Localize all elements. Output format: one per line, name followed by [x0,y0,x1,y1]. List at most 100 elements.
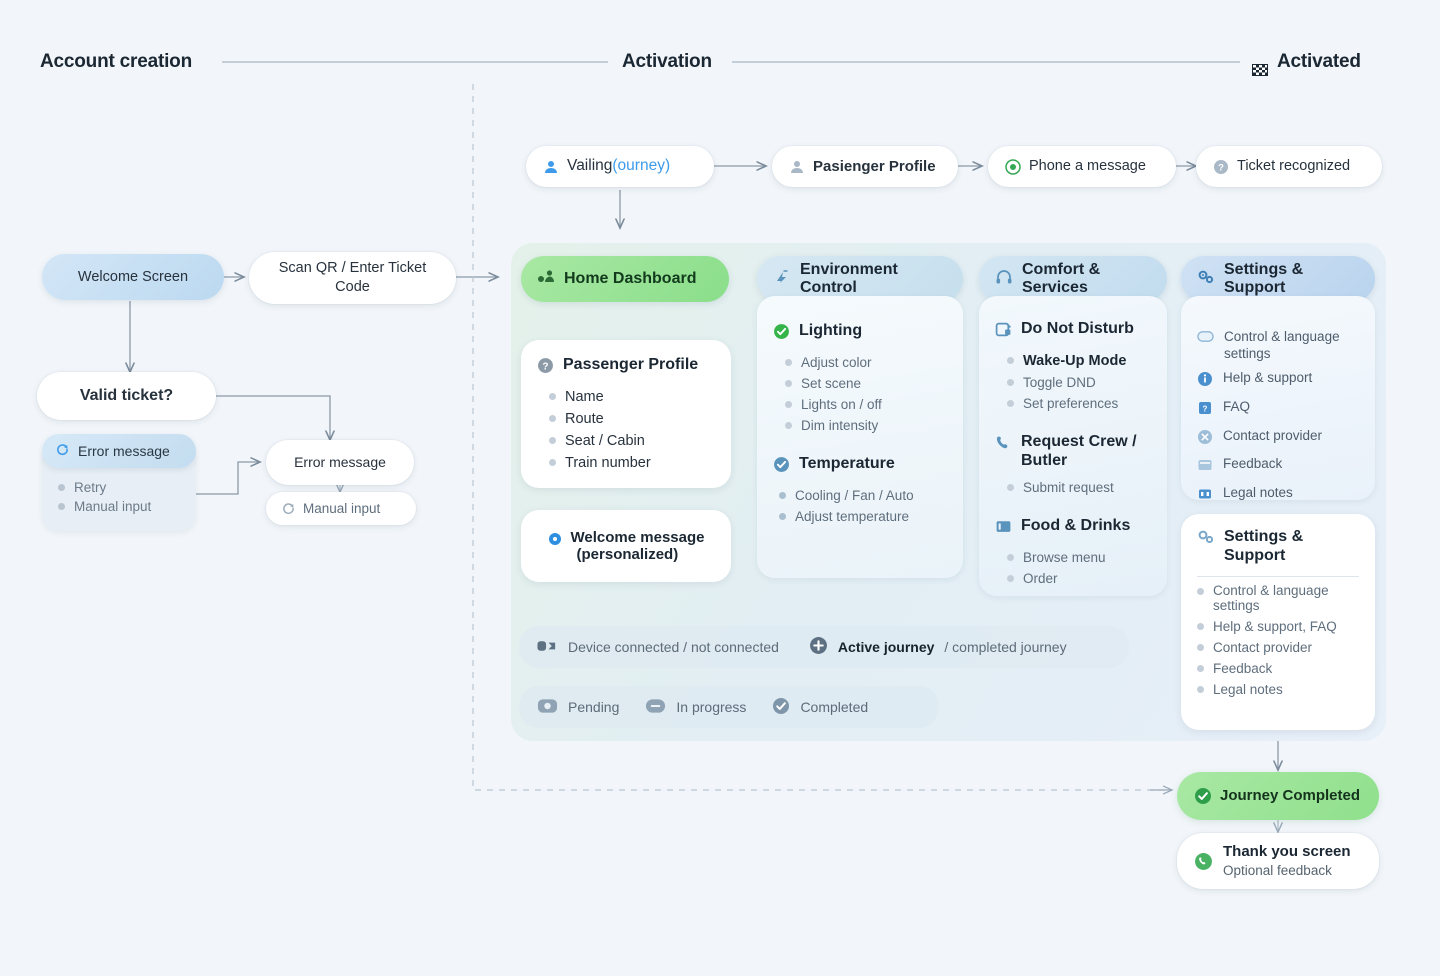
check-green-icon [773,323,790,346]
column-header-environment-control[interactable]: Environment Control [757,256,963,302]
legend-pending: Pending [537,698,619,717]
error-item-label: Manual input [74,499,152,514]
manual-input-label: Manual input [303,500,381,516]
phase-header-bar: Account creation Activation Activated [0,44,1440,80]
list-item[interactable]: Cooling / Fan / Auto [779,488,947,503]
phase-account-creation: Account creation [40,51,192,72]
phase-activated-label: Activated [1277,51,1361,72]
item-label: Legal notes [1213,681,1283,697]
bullet-dot-icon [549,393,556,401]
list-item[interactable]: Name [549,389,715,405]
list-item[interactable]: Control & language settings [1197,583,1359,613]
node-welcome-screen[interactable]: Welcome Screen [42,254,224,300]
user-icon [789,159,805,175]
list-item[interactable]: Set preferences [1007,396,1151,411]
list-item[interactable]: Contact provider [1197,428,1359,450]
legend-pending-label: Pending [568,699,620,715]
wind-icon [773,269,791,290]
comfort-services-label: Comfort & Services [1022,261,1101,296]
column-header-home-dashboard[interactable]: Home Dashboard [521,256,729,302]
minus-circle-icon [645,698,666,717]
item-label: Lights on / off [801,396,882,412]
list-item[interactable]: Order [1007,571,1151,586]
vailing-label-dark: Vailing [567,157,613,175]
phone-green-icon [1194,852,1213,871]
bullet-dot-icon [58,484,65,491]
welcome-screen-label: Welcome Screen [77,268,189,285]
legend-completed: Completed [772,697,868,718]
contact-icon [1197,429,1213,450]
check-blue-icon [773,456,790,479]
list-item[interactable]: Dim intensity [785,418,947,433]
list-item[interactable]: Submit request [1007,480,1151,495]
legend-device-connected: Device connected / not connected [537,639,779,656]
list-item-highlight[interactable]: Wake-Up Mode [1007,353,1151,369]
list-item[interactable]: Retry [58,480,182,495]
svg-text:?: ? [1218,162,1224,173]
vailing-label-blue: (ourney) [612,157,671,175]
error-message-label: Error message [294,454,386,471]
list-item[interactable]: Feedback [1197,456,1359,478]
svg-text:?: ? [1203,404,1208,413]
record-blue-icon [548,532,562,551]
list-item[interactable]: Legal notes [1197,682,1359,697]
node-vailing-journey[interactable]: Vailing(ourney) [526,146,714,187]
column-header-settings-support[interactable]: Settings & Support [1181,256,1375,302]
node-scan-qr[interactable]: Scan QR / Enter Ticket Code [249,252,456,304]
list-item[interactable]: Manual input [58,499,182,514]
passenger-profile-label: Passenger Profile [563,356,699,373]
plus-circle-icon [809,636,828,658]
item-label: Control & language settings [1213,582,1329,613]
phase-activation: Activation [622,51,712,72]
legend-progress: Pending In progress Completed [519,686,939,728]
list-item[interactable]: Control & language settings [1197,329,1359,363]
card-welcome-message[interactable]: Welcome message (personalized) [521,510,731,582]
item-label: FAQ [1223,398,1251,414]
list-item[interactable]: Route [549,411,715,427]
moon-card-icon [995,321,1012,344]
node-thank-you-screen[interactable]: Thank you screen Optional feedback [1177,833,1379,889]
do-not-disturb-title: Do Not Disturb [995,320,1151,344]
list-item[interactable]: Browse menu [1007,550,1151,565]
list-item[interactable]: Adjust color [785,355,947,370]
list-item[interactable]: Toggle DND [1007,375,1151,390]
column-header-comfort-services[interactable]: Comfort & Services [979,256,1167,302]
legend-journey-rest: / completed journey [944,639,1067,655]
faq-icon: ? [1197,400,1213,421]
item-label: Adjust temperature [795,508,910,524]
bullet-dot-icon [785,421,792,429]
request-crew-title: Request Crew / Butler [995,433,1151,471]
thank-you-line1: Thank you screen [1223,843,1351,861]
list-item[interactable]: Contact provider [1197,640,1359,655]
node-phone-a-message[interactable]: Phone a message [988,146,1176,187]
item-label: Control & language settings [1224,329,1340,361]
list-item[interactable]: Adjust temperature [779,509,947,524]
list-item[interactable]: Lights on / off [785,397,947,412]
headphones-icon [995,269,1013,290]
settings-support-right-label: Settings & Support [1224,528,1304,564]
item-label: Seat / Cabin [565,432,645,449]
error-block-header[interactable]: Error message [42,434,196,468]
card-environment-control: Lighting Adjust color Set scene Lights o… [757,296,963,578]
list-item[interactable]: Legal notes [1197,485,1359,507]
list-item[interactable]: Help & support [1197,370,1359,392]
list-item[interactable]: Help & support, FAQ [1197,619,1359,634]
node-ticket-recognized[interactable]: ? Ticket recognized [1196,146,1382,187]
list-item[interactable]: Train number [549,455,715,471]
node-pasienger-profile[interactable]: Pasienger Profile [772,146,958,187]
scan-qr-label: Scan QR / Enter Ticket Code [278,260,427,295]
list-item[interactable]: Seat / Cabin [549,433,715,449]
node-manual-input[interactable]: Manual input [266,492,416,525]
node-journey-completed[interactable]: Journey Completed [1177,772,1379,820]
journey-completed-label: Journey Completed [1220,787,1361,805]
bullet-dot-icon [1007,574,1014,582]
node-error-message[interactable]: Error message [266,440,414,485]
environment-control-label: Environment Control [800,261,898,296]
list-item[interactable]: Set scene [785,376,947,391]
list-item[interactable]: Feedback [1197,661,1359,676]
node-valid-ticket[interactable]: Valid ticket? [37,372,216,420]
list-item[interactable]: ? FAQ [1197,399,1359,421]
bullet-dot-icon [549,415,556,423]
item-label: Set scene [801,375,862,391]
